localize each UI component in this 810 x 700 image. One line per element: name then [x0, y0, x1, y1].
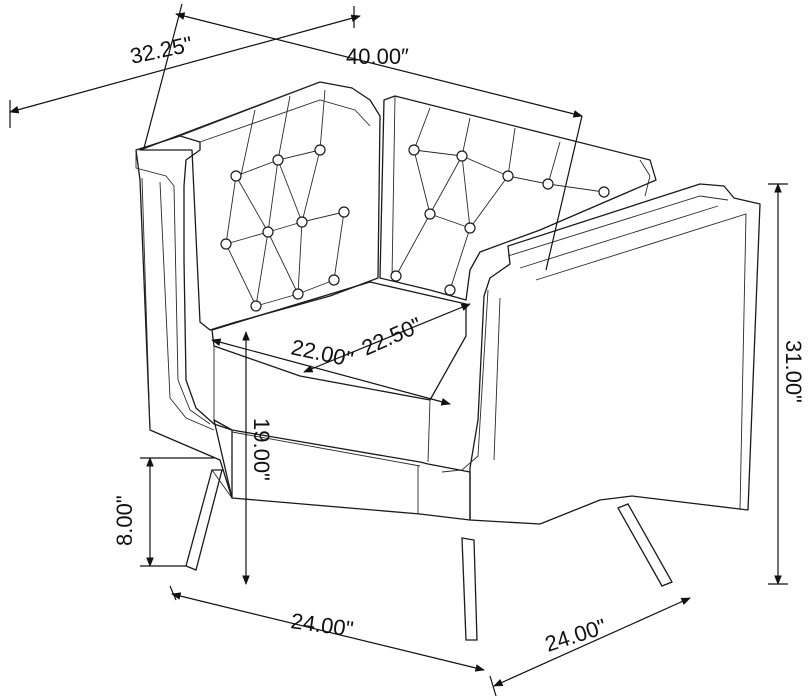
dim-height-overall-label: 31.00" — [781, 340, 806, 403]
dim-width-overall-label: 40.00″ — [346, 44, 409, 69]
dim-seat-height: 19.00" — [242, 331, 274, 585]
leg-back-right — [617, 503, 673, 587]
seat-cushion — [211, 281, 467, 401]
front-apron — [213, 419, 471, 521]
dim-seat-width-label: 22.00" — [289, 334, 356, 372]
dim-base-depth-label: 24.00" — [542, 614, 610, 657]
dim-seat-height-label: 19.00" — [249, 418, 274, 481]
dim-seat-depth-label: 22.50" — [358, 312, 426, 360]
tufting-buttons — [220, 144, 610, 312]
dim-base-width-label: 24.00" — [289, 608, 355, 642]
dim-seat-width: 22.00" — [211, 334, 451, 406]
dim-depth-overall: 32.25" — [9, 6, 361, 128]
back-cushion-right — [379, 95, 657, 301]
leg-front-left — [185, 469, 223, 571]
dim-leg-height-label: 8.00" — [112, 495, 137, 546]
leg-front-right — [461, 537, 478, 641]
right-arm — [469, 183, 761, 525]
dim-base-width: 24.00" — [169, 585, 485, 672]
left-arm — [135, 135, 233, 499]
dim-width-overall: 40.00″ — [143, 3, 583, 271]
dim-height-overall: 31.00" — [768, 183, 806, 585]
armchair-outline — [135, 81, 761, 641]
dim-leg-height: 8.00" — [112, 457, 214, 567]
dim-base-depth: 24.00" — [489, 597, 691, 697]
dim-depth-overall-label: 32.25" — [128, 31, 195, 69]
